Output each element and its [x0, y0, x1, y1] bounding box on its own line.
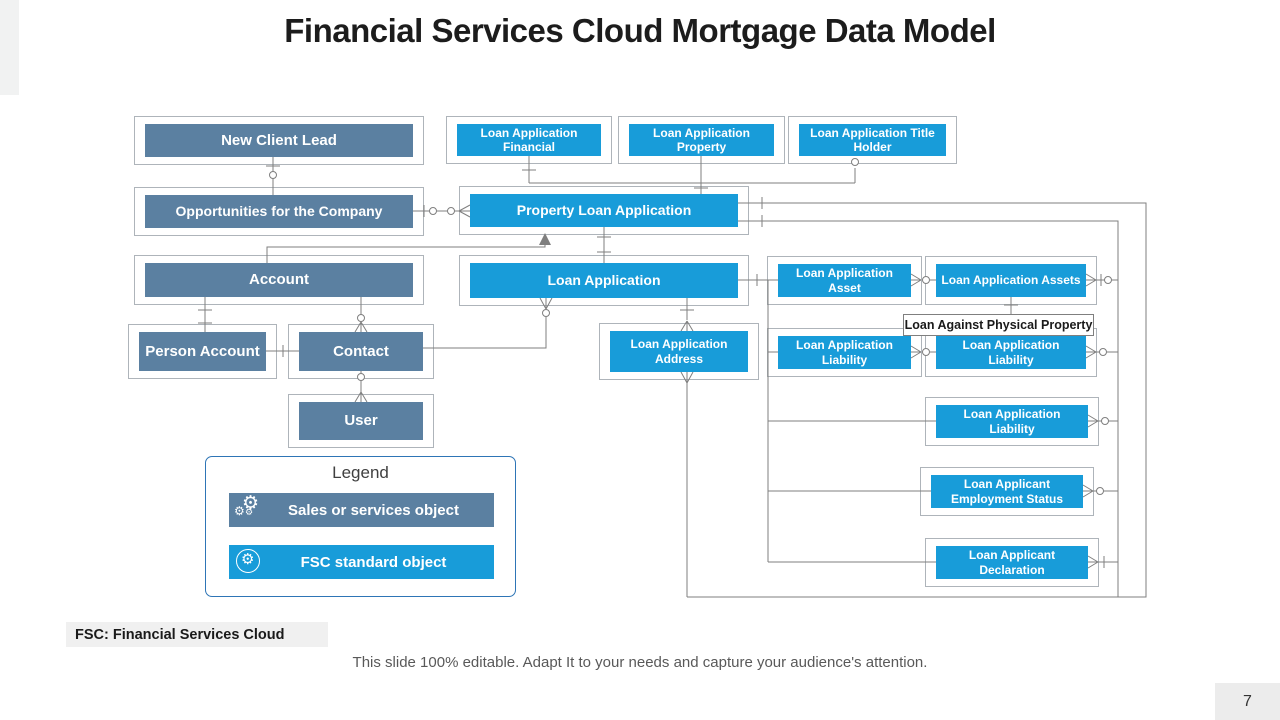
entity-loan-applicant-declaration: Loan Applicant Declaration — [936, 546, 1088, 579]
entity-loan-application-liability-3: Loan Application Liability — [936, 405, 1088, 438]
footer-note: This slide 100% editable. Adapt It to yo… — [352, 654, 928, 671]
entity-property-loan-application: Property Loan Application — [470, 194, 738, 227]
corner-accent-strip — [0, 0, 19, 95]
entity-new-client-lead: New Client Lead — [145, 124, 413, 157]
entity-loan-application: Loan Application — [470, 263, 738, 298]
entity-loan-application-liability-1: Loan Application Liability — [778, 336, 911, 369]
legend-title: Legend — [332, 463, 389, 482]
page-title: Financial Services Cloud Mortgage Data M… — [284, 12, 996, 49]
legend: Legend ⚙⚙⚙ Sales or services object ⚙ FS… — [205, 456, 516, 597]
entity-loan-application-asset: Loan Application Asset — [778, 264, 911, 297]
gears-icon: ⚙⚙⚙ — [234, 492, 260, 518]
entity-opportunities: Opportunities for the Company — [145, 195, 413, 228]
entity-loan-application-title-holder: Loan Application Title Holder — [799, 124, 946, 156]
shape-frame — [788, 116, 957, 164]
shape-frame — [599, 323, 759, 380]
abbreviation-note: FSC: Financial Services Cloud — [66, 622, 328, 647]
legend-item-sales-object: ⚙⚙⚙ Sales or services object — [229, 492, 494, 527]
entity-loan-application-liability-2: Loan Application Liability — [936, 336, 1086, 369]
gear-sync-icon: ⚙ — [229, 545, 267, 579]
entity-loan-application-financial: Loan Application Financial — [457, 124, 601, 156]
entity-person-account: Person Account — [139, 332, 266, 371]
entity-loan-application-assets: Loan Application Assets — [936, 264, 1086, 297]
entity-loan-applicant-employment-status: Loan Applicant Employment Status — [931, 475, 1083, 508]
entity-loan-application-property: Loan Application Property — [629, 124, 774, 156]
legend-item-label: Sales or services object — [288, 501, 459, 519]
shape-frame — [134, 116, 424, 165]
entity-account: Account — [145, 263, 413, 297]
entity-contact: Contact — [299, 332, 423, 371]
entity-loan-application-address: Loan Application Address — [610, 331, 748, 372]
shape-frame — [134, 255, 424, 305]
legend-item-fsc-object: ⚙ FSC standard object — [229, 545, 494, 579]
annotation-loan-against-physical-property: Loan Against Physical Property — [903, 314, 1094, 336]
legend-item-label: FSC standard object — [300, 553, 447, 571]
entity-user: User — [299, 402, 423, 440]
page-number: 7 — [1215, 683, 1280, 720]
